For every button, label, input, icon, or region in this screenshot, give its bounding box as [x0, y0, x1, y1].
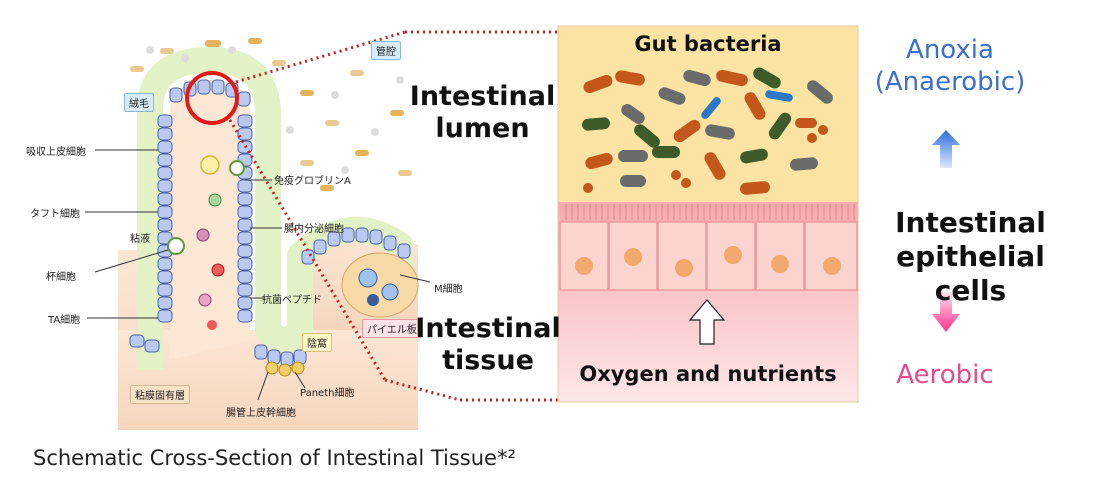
- anoxia-label: Anoxia (Anaerobic): [874, 35, 1026, 97]
- paneth-cell-label: Paneth細胞: [300, 388, 355, 399]
- crypt-label: 陰窩: [302, 333, 332, 352]
- microvilli: [565, 204, 855, 220]
- zoom-connector-lines: [228, 30, 558, 402]
- tuft-cell-label: タフト細胞: [30, 209, 80, 220]
- lamina-propria-label: 粘膜固有層: [130, 385, 190, 404]
- aerobic-down-arrow: [932, 292, 960, 332]
- epithelial-cells-label: Intestinal epithelial cells: [895, 206, 1046, 307]
- figure-caption: Schematic Cross-Section of Intestinal Ti…: [33, 446, 516, 470]
- iga-label: 免疫グロブリンA: [274, 176, 351, 187]
- goblet-cell-label: 杯細胞: [46, 272, 76, 283]
- lumen-bacteria: [130, 38, 412, 191]
- gut-bacteria-cluster: [582, 67, 833, 195]
- ta-cell-label: TA細胞: [48, 315, 81, 326]
- oxygen-nutrients-label: Oxygen and nutrients: [579, 362, 837, 386]
- endocrine-cell-label: 腸内分泌細胞: [284, 224, 344, 235]
- zoom-highlight-circle: [185, 71, 239, 125]
- antimicrobial-peptide-label: 抗菌ペプチド: [262, 295, 322, 306]
- anoxia-up-arrow: [932, 130, 960, 168]
- absorptive-cell-label: 吸収上皮細胞: [26, 147, 86, 158]
- epithelial-cell-row: [559, 221, 858, 291]
- gut-bacteria-label: Gut bacteria: [634, 32, 782, 56]
- villus-left-cells: [157, 114, 173, 323]
- m-cell-label: M細胞: [434, 284, 463, 295]
- intestinal-lumen-label: Intestinal lumen: [409, 81, 556, 144]
- aerobic-label: Aerobic: [896, 360, 994, 390]
- stem-cell-label: 腸管上皮幹細胞: [226, 408, 296, 419]
- zoom-panel: [557, 25, 859, 403]
- mucus-label: 粘液: [130, 234, 150, 245]
- peyer-patch-label: パイエル板: [362, 319, 422, 338]
- lumen-box-label: 管腔: [371, 41, 401, 60]
- oxygen-up-arrow: [688, 299, 726, 345]
- left-illustration: [85, 38, 431, 430]
- intestinal-tissue-label: Intestinal tissue: [415, 313, 561, 376]
- villus-box-label: 絨毛: [124, 93, 154, 112]
